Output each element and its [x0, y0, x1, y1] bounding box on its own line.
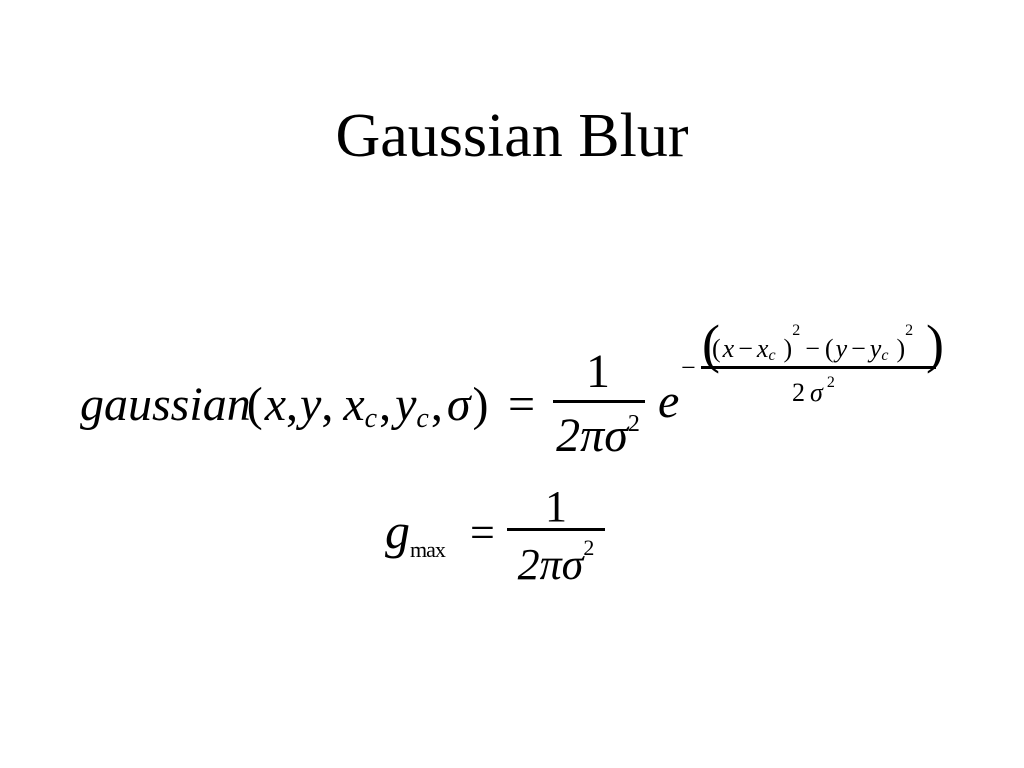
- function-name: gaussian: [80, 378, 251, 431]
- gmax-fraction: 1 2πσ2: [505, 485, 607, 589]
- denominator-text: 2πσ: [556, 409, 628, 462]
- exponent-den-two: 2: [792, 378, 805, 407]
- comma: ,: [379, 378, 392, 431]
- arg-y: y: [300, 378, 322, 431]
- arg-xc-subscript: c: [364, 403, 378, 434]
- gmax-denominator-text: 2πσ: [517, 540, 584, 589]
- term1-close-paren: ): [783, 334, 793, 363]
- term2-yc: y: [869, 334, 882, 363]
- term1-open-paren: (: [712, 334, 721, 363]
- term2-power: 2: [905, 322, 914, 339]
- close-paren: ): [472, 378, 489, 431]
- gmax-denominator-power: 2: [583, 535, 595, 560]
- term1-minus: −: [738, 334, 753, 363]
- slide-title: Gaussian Blur: [335, 102, 689, 170]
- arg-yc-subscript: c: [416, 403, 429, 434]
- arg-xc: x: [343, 378, 365, 431]
- arg-x: x: [264, 378, 286, 431]
- exponent-big-close-paren: ): [926, 314, 944, 374]
- term1-x: x: [722, 334, 735, 363]
- term1-power: 2: [792, 322, 801, 339]
- gmax-equals-sign: =: [470, 508, 495, 557]
- gmax-fraction-bar: [507, 528, 605, 531]
- term2-minus: −: [851, 334, 866, 363]
- comma: ,: [321, 378, 334, 431]
- term1-subscript: c: [768, 347, 776, 364]
- gmax-symbol: g: [385, 503, 410, 559]
- gmax-numerator: 1: [545, 482, 567, 531]
- gmax-denominator: 2πσ2: [505, 535, 607, 594]
- fraction-bar: [553, 400, 645, 403]
- term2-close-paren: ): [896, 334, 906, 363]
- comma: ,: [430, 378, 443, 431]
- coefficient-fraction: 1 2πσ2: [550, 348, 646, 460]
- exponent-big-open-paren: (: [702, 314, 720, 374]
- term2-y: y: [835, 334, 848, 363]
- open-paren: (: [246, 378, 263, 431]
- term2-open-paren: (: [824, 334, 834, 363]
- exponent-den-sigma: σ: [810, 378, 823, 407]
- term2-subscript: c: [881, 347, 889, 364]
- gaussian-lhs: gaussian(x,y,xc,yc,σ): [80, 381, 488, 436]
- equals-sign: =: [508, 378, 536, 431]
- coefficient-numerator: 1: [586, 345, 610, 398]
- exponent-den-power: 2: [826, 374, 835, 391]
- gmax-subscript: max: [410, 537, 446, 562]
- exponent-fraction-bar: [701, 366, 936, 369]
- arg-sigma: σ: [446, 378, 471, 431]
- exponent-sign: −: [681, 353, 696, 382]
- terms-minus: −: [805, 334, 820, 363]
- denominator-power: 2: [627, 411, 640, 437]
- term1-xc: x: [756, 334, 769, 363]
- arg-yc: y: [395, 378, 417, 431]
- exponent-numerator: (x−xc)2−(y−yc)2: [712, 322, 913, 366]
- euler-e: e: [658, 375, 680, 428]
- coefficient-denominator: 2πσ2: [550, 409, 646, 468]
- comma: ,: [286, 378, 298, 431]
